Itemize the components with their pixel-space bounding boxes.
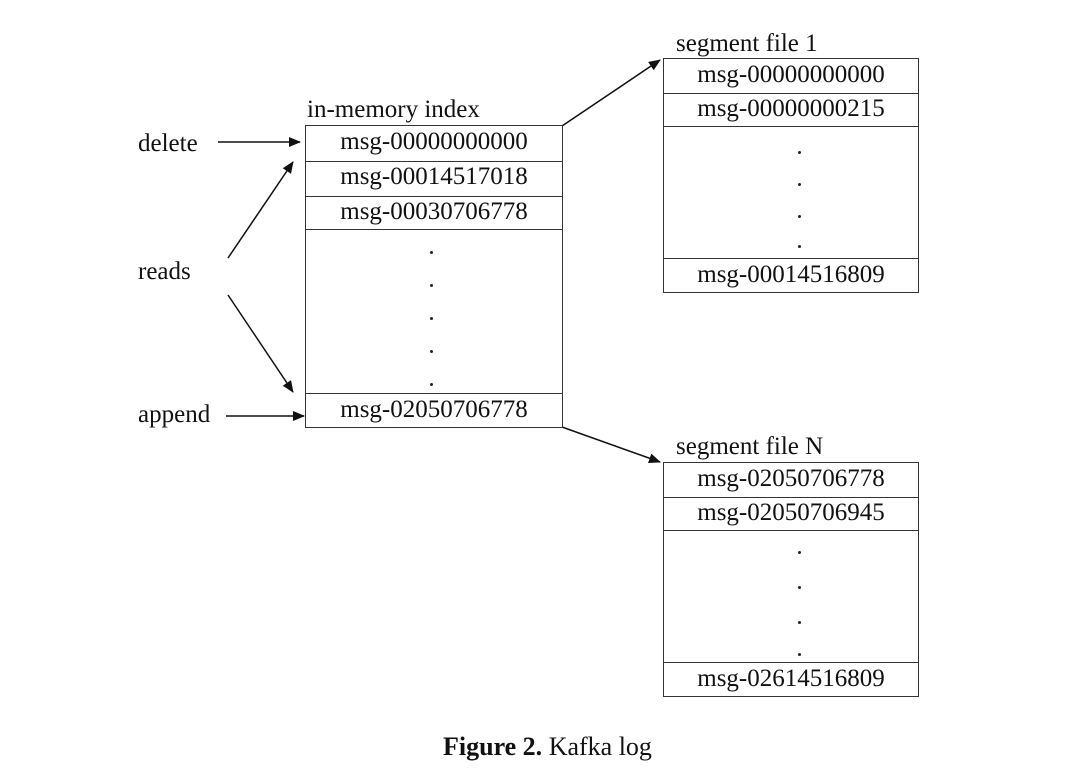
caption-text: Kafka log <box>548 732 652 761</box>
segment-1-entry: msg-00000000000 <box>664 59 918 94</box>
segment-n-last-entry: msg-02614516809 <box>664 662 918 696</box>
index-entry: msg-00000000000 <box>306 126 562 162</box>
segment-1-box: msg-00000000000 msg-00000000215 msg-0001… <box>663 58 919 293</box>
segment-1-entry: msg-00000000215 <box>664 93 918 127</box>
segment-1-last-entry: msg-00014516809 <box>664 258 918 292</box>
segment-n-entry: msg-02050706945 <box>664 497 918 531</box>
ellipsis-dot <box>798 215 801 218</box>
ellipsis-dot <box>798 551 801 554</box>
index-entry: msg-00014517018 <box>306 161 562 197</box>
caption-figure-number: Figure 2. <box>443 732 543 761</box>
ellipsis-dot <box>430 317 433 320</box>
ellipsis-dot <box>798 653 801 656</box>
delete-label: delete <box>138 130 198 157</box>
index-to-segment-1-arrow <box>561 59 661 127</box>
index-box: msg-00000000000 msg-00014517018 msg-0003… <box>305 125 563 428</box>
reads-arrow-up <box>227 161 294 259</box>
append-label: append <box>138 401 211 428</box>
index-entry: msg-00030706778 <box>306 196 562 230</box>
ellipsis-dot <box>430 350 433 353</box>
reads-label: reads <box>138 258 191 285</box>
index-to-segment-n-arrow <box>561 426 661 464</box>
ellipsis-dot <box>798 151 801 154</box>
index-last-entry: msg-02050706778 <box>306 393 562 427</box>
ellipsis-dot <box>798 245 801 248</box>
ellipsis-dot <box>798 586 801 589</box>
ellipsis-dot <box>430 251 433 254</box>
figure-caption: Figure 2. Kafka log <box>443 732 652 762</box>
ellipsis-dot <box>430 284 433 287</box>
segment-1-title: segment file 1 <box>676 30 818 57</box>
segment-n-title: segment file N <box>676 433 824 460</box>
ellipsis-dot <box>430 383 433 386</box>
segment-n-entry: msg-02050706778 <box>664 463 918 498</box>
index-title: in-memory index <box>307 96 480 123</box>
reads-arrow-down <box>227 294 294 393</box>
segment-n-box: msg-02050706778 msg-02050706945 msg-0261… <box>663 462 919 697</box>
ellipsis-dot <box>798 183 801 186</box>
ellipsis-dot <box>798 621 801 624</box>
